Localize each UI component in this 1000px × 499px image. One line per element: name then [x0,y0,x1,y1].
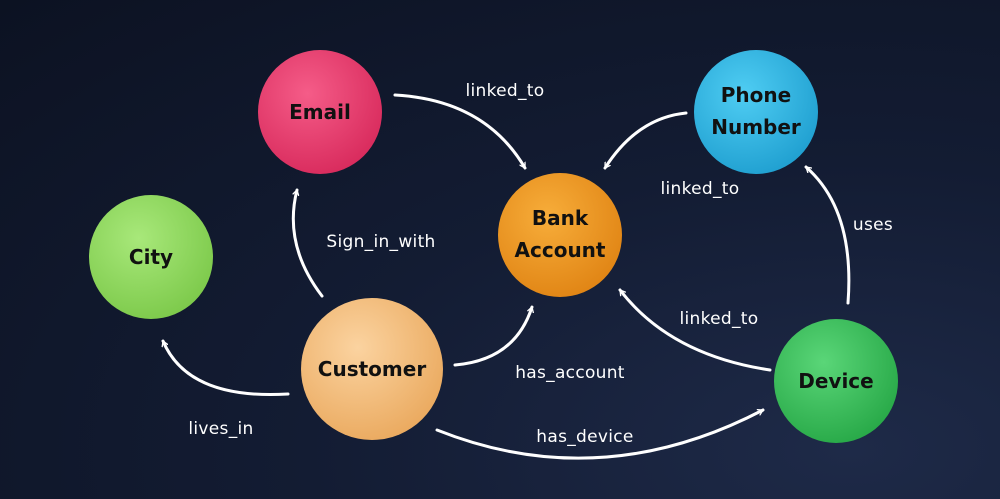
edge-email-bank [393,93,527,170]
node-bank-account[interactable]: Bank Account [498,173,622,297]
node-phone-label-line2: Number [711,115,801,139]
edge-customer-email [291,188,324,298]
node-email[interactable]: Email [258,50,382,174]
edge-label-customer-device: has_device [536,427,633,447]
edge-customer-device [435,408,765,460]
edge-label-device-bank: linked_to [680,309,759,329]
node-email-circle [258,50,382,174]
node-phone-circle [694,50,818,174]
edge-label-customer-city: lives_in [188,419,253,439]
edge-customer-city [161,339,290,397]
node-bank-circle [498,173,622,297]
edge-label-customer-email: Sign_in_with [326,232,435,252]
edge-label-customer-bank: has_account [515,363,625,383]
edge-label-phone-bank: linked_to [661,179,740,199]
node-email-label: Email [289,100,351,124]
node-city[interactable]: City [89,195,213,319]
node-device[interactable]: Device [774,319,898,443]
edge-label-device-phone: uses [853,215,893,235]
edge-label-email-bank: linked_to [466,81,545,101]
node-customer-circle [301,298,443,440]
edge-device-bank [618,288,772,372]
edge-customer-bank [453,305,532,367]
node-customer-label: Customer [318,357,427,381]
edge-device-phone [804,165,851,305]
node-device-circle [774,319,898,443]
node-phone-label-line1: Phone [721,83,791,107]
node-customer[interactable]: Customer [301,298,443,440]
node-bank-label-line2: Account [515,238,606,262]
edge-phone-bank [603,111,688,170]
node-city-label: City [129,245,173,269]
node-phone-number[interactable]: Phone Number [694,50,818,174]
node-bank-label-line1: Bank [532,206,589,230]
node-city-circle [89,195,213,319]
node-device-label: Device [798,369,873,393]
